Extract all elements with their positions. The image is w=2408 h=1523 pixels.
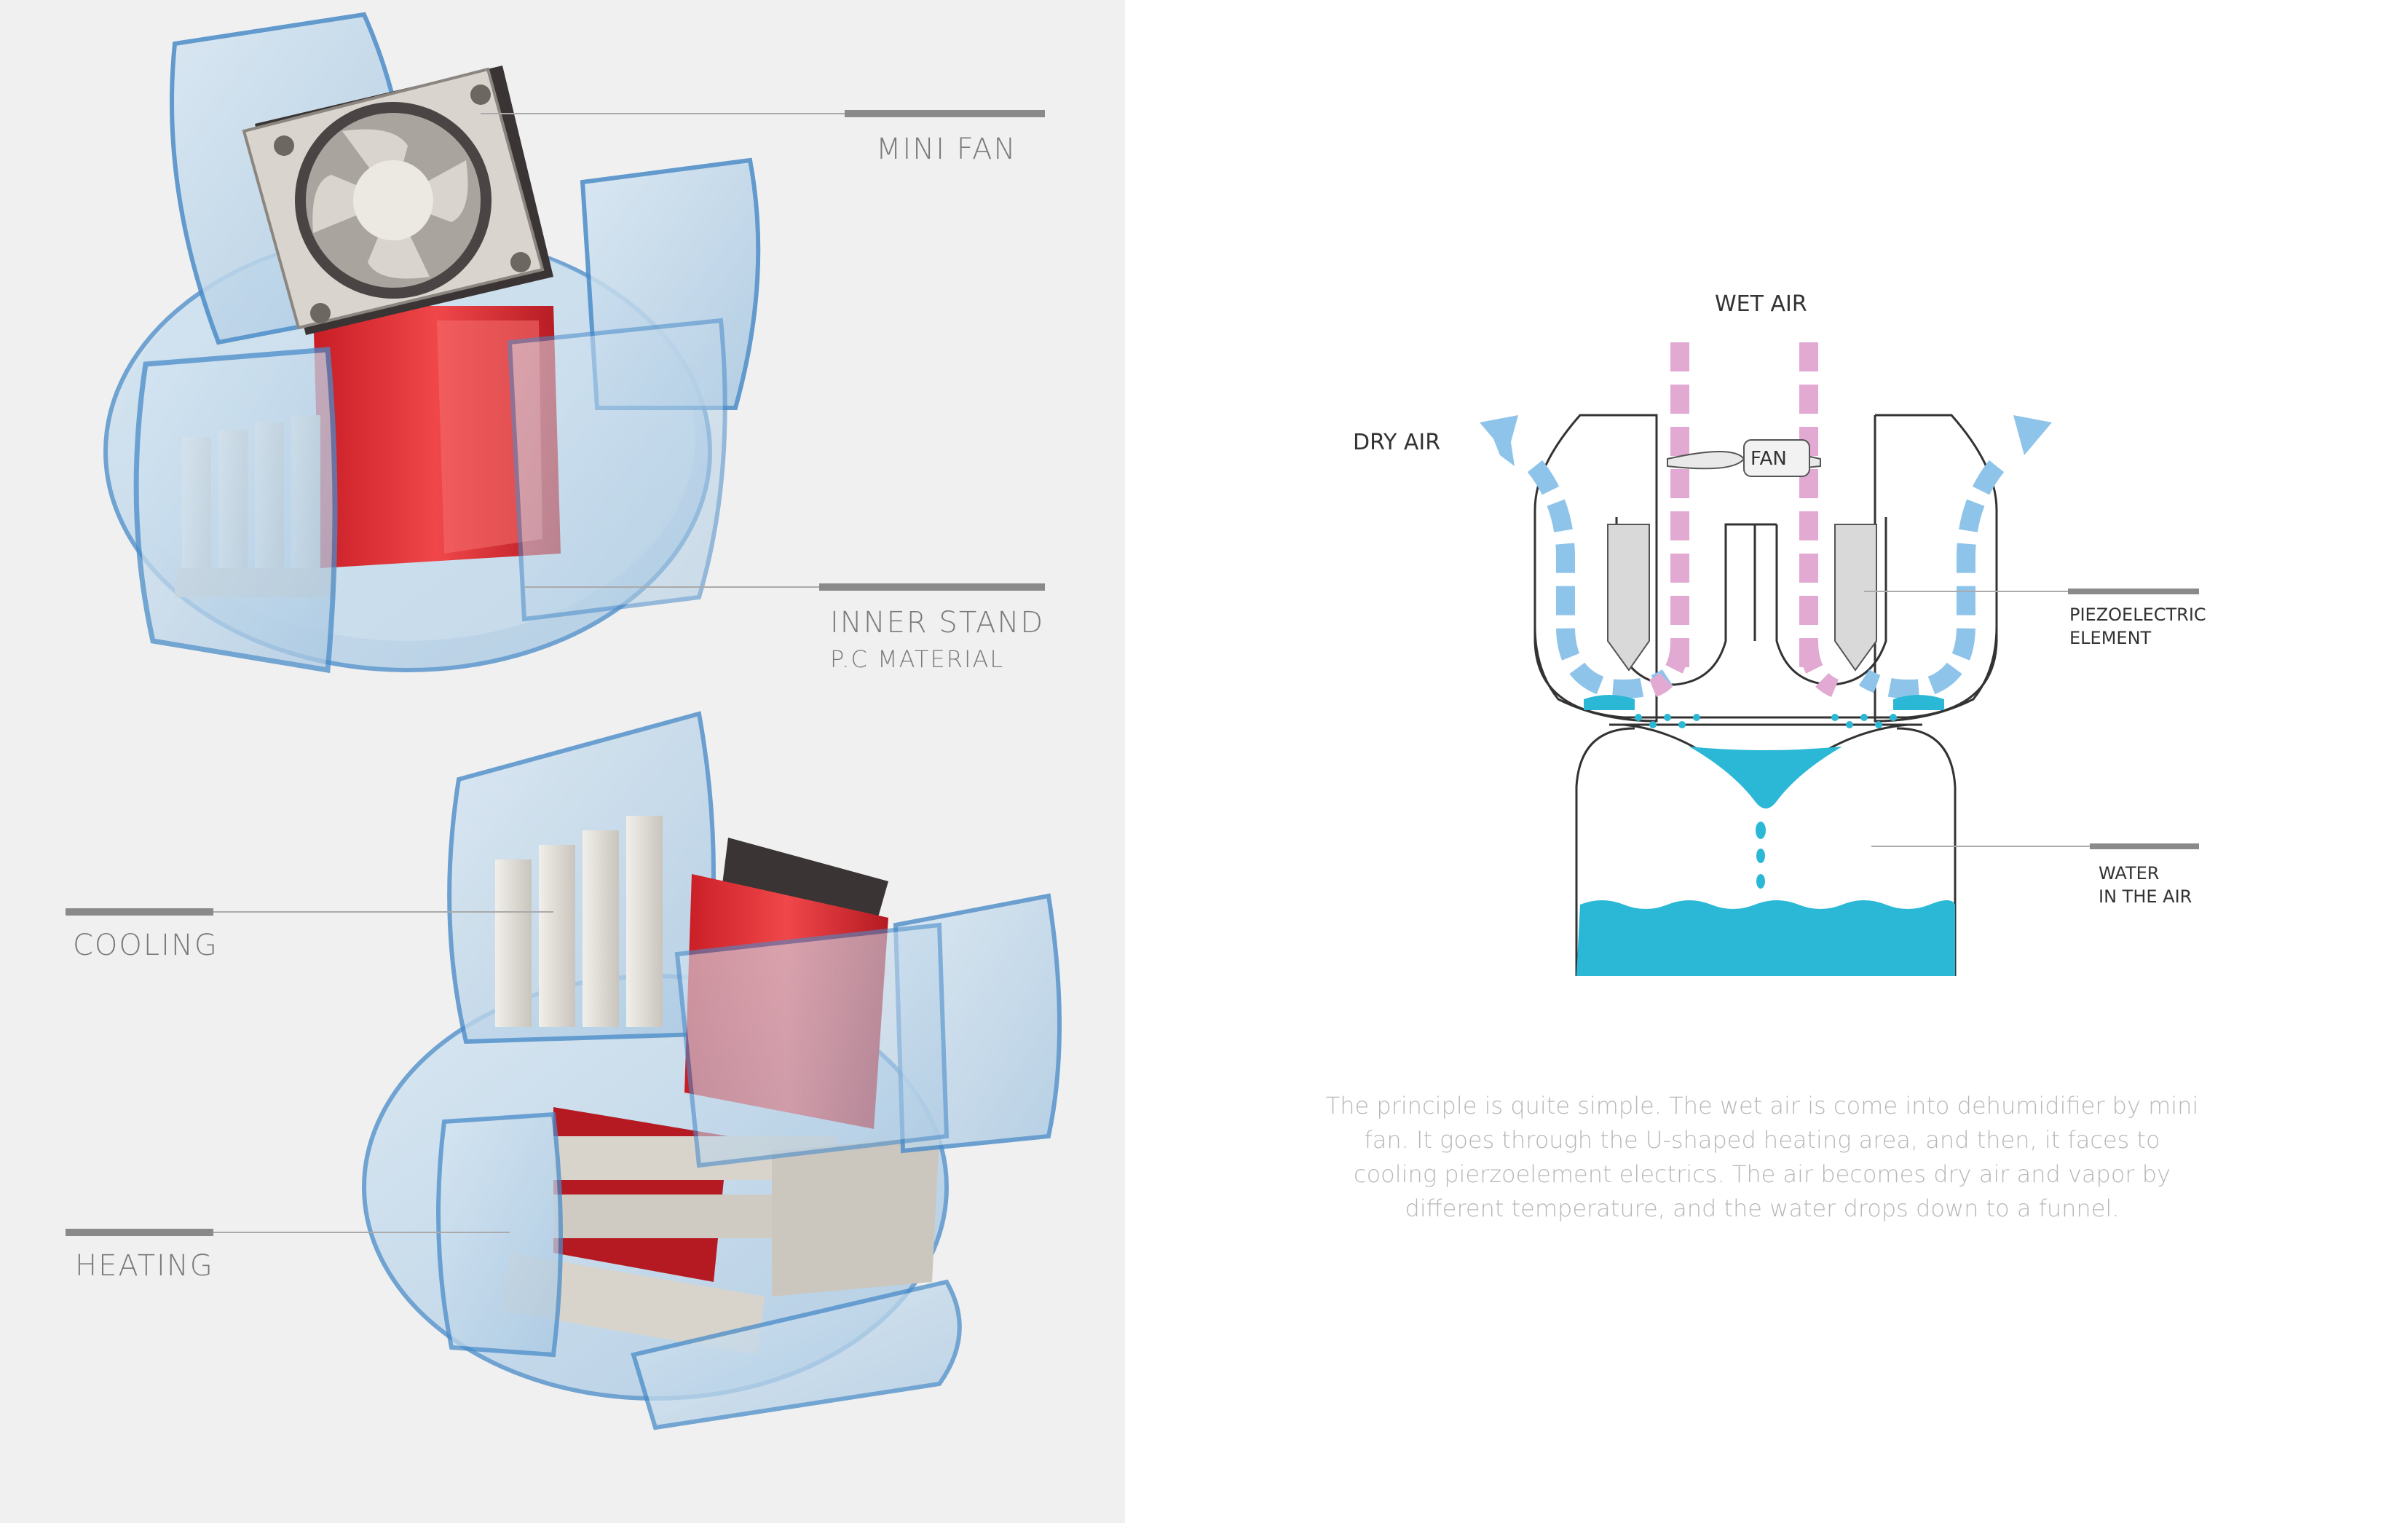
bottom-render [362, 711, 1062, 1430]
label-piezo-line1: PIEZOELECTRIC [2069, 605, 2206, 625]
label-water-line2: IN THE AIR [2099, 886, 2192, 907]
mini-fan-render [242, 66, 553, 335]
diagram-panel [1125, 0, 2408, 1523]
label-wet-air: WET AIR [1715, 291, 1807, 317]
label-dry-air: DRY AIR [1353, 430, 1441, 455]
product-renders [66, 12, 1062, 1430]
label-cooling: COOLING [73, 929, 218, 962]
callout-lines-left [66, 110, 1045, 1236]
label-inner-stand: INNER STAND [830, 606, 1045, 639]
label-water-line1: WATER [2099, 863, 2160, 884]
description-paragraph: The principle is quite simple. The wet a… [1325, 1092, 2199, 1222]
top-render [103, 12, 761, 674]
label-piezo-line2: ELEMENT [2069, 628, 2152, 648]
label-heating: HEATING [75, 1249, 214, 1283]
label-inner-stand-material: P.C MATERIAL [830, 645, 1005, 673]
label-fan: FAN [1750, 448, 1787, 470]
label-mini-fan: MINI FAN [876, 133, 1017, 166]
